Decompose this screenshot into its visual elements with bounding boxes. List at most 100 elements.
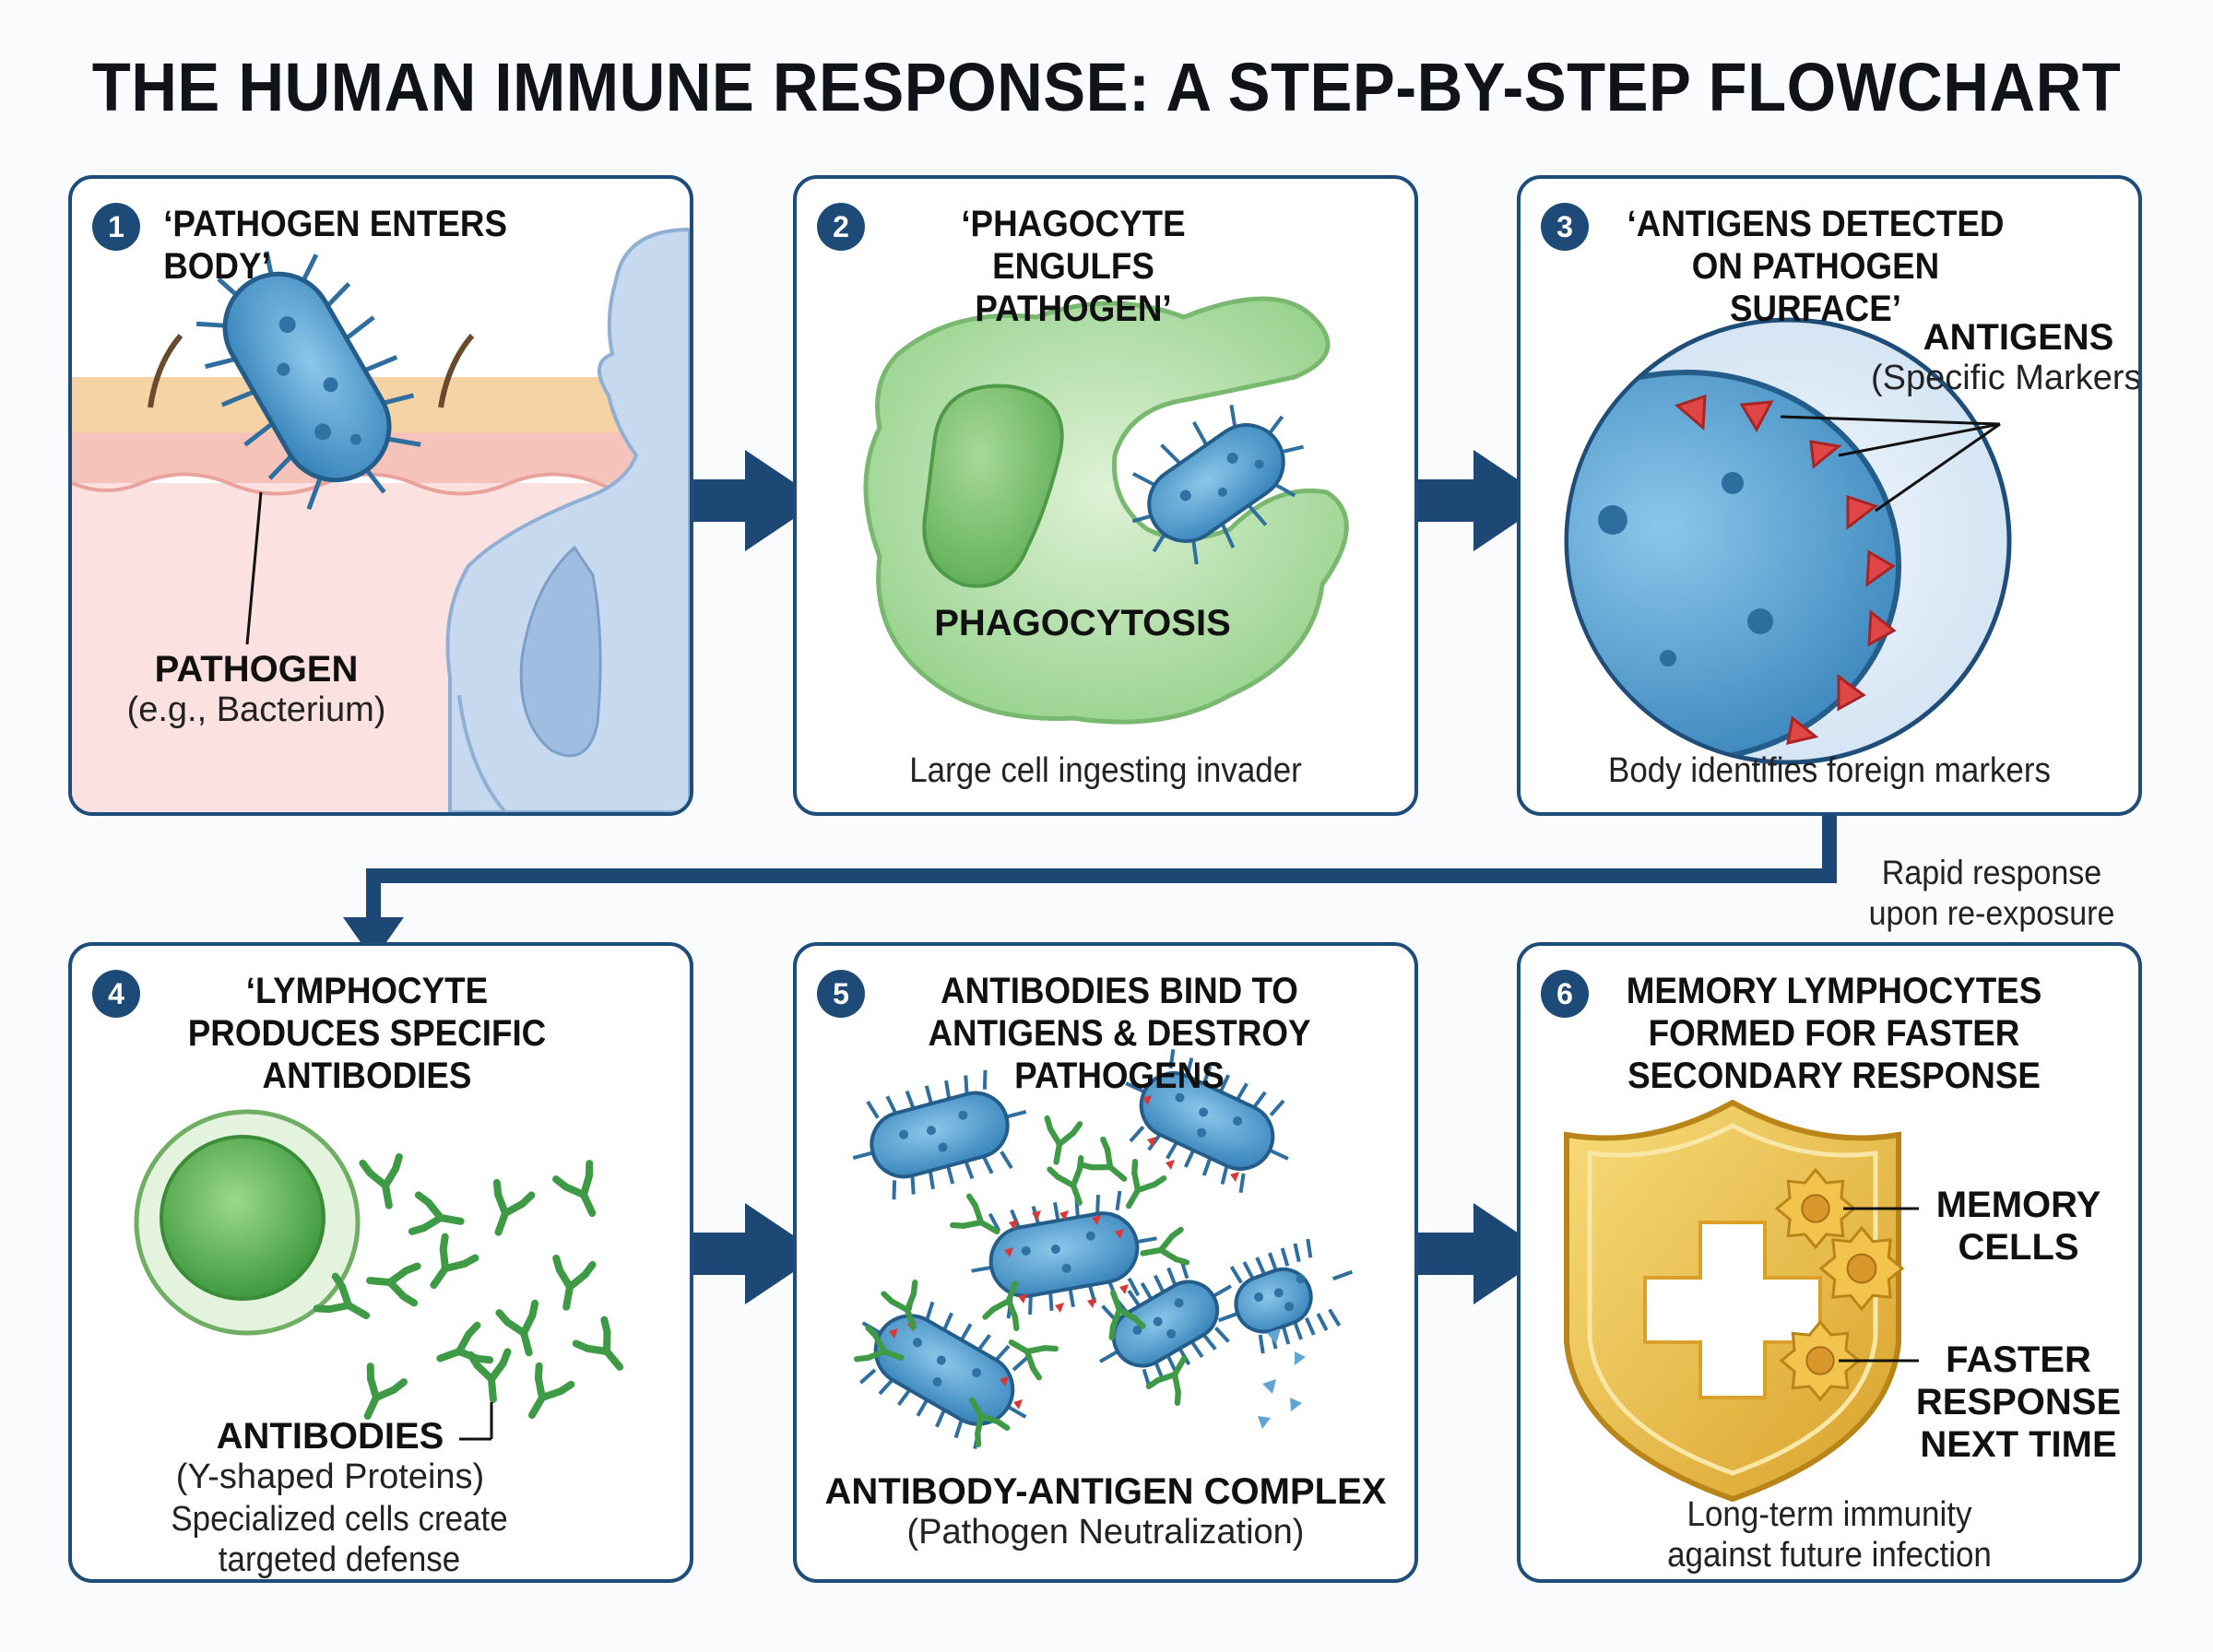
step-2-panel: 2 ‘PHAGOCYTE ENGULFS PATHOGEN’ PHAGOCYTO… xyxy=(793,175,1418,816)
antibody-icon xyxy=(467,1348,512,1403)
antibody-icon xyxy=(363,1363,408,1420)
memory-cell-icon xyxy=(1774,1167,1857,1250)
antibody-icon xyxy=(495,1299,539,1357)
antibody-icon xyxy=(1008,1339,1059,1381)
antibody-icons xyxy=(313,1152,624,1420)
antigens-label: ANTIGENS xyxy=(1923,317,2114,358)
antibody-icon xyxy=(366,1262,421,1307)
cross-icon xyxy=(1643,1221,1822,1399)
human-silhouette xyxy=(445,227,690,812)
antibody-icon xyxy=(572,1316,624,1371)
lymphocyte-illustration xyxy=(134,1109,624,1441)
antibody-icon xyxy=(1078,1136,1128,1182)
complex-sublabel: (Pathogen Neutralization) xyxy=(906,1513,1305,1552)
antibody-icon xyxy=(408,1191,465,1235)
step-number-badge: 4 xyxy=(92,970,140,1018)
antibody-icon xyxy=(492,1178,536,1236)
antibody-icon xyxy=(1044,1115,1083,1165)
pathogen-sublabel: (e.g., Bacterium) xyxy=(126,690,386,729)
memory-shield-illustration xyxy=(1564,1099,1919,1503)
antibody-icon xyxy=(552,1160,597,1217)
phagocyte-illustration xyxy=(863,296,1349,725)
step-title: ‘ANTIGENS DETECTED ON PATHOGEN SURFACE’ xyxy=(1627,204,2005,329)
step-3-panel: 3 ‘ANTIGENS DETECTED ON PATHOGEN SURFACE… xyxy=(1517,175,2142,816)
faster-label-line: RESPONSE xyxy=(1915,1382,2122,1422)
antibody-icon xyxy=(1145,1355,1188,1406)
antibody-icon xyxy=(552,1254,597,1311)
step-title: ANTIBODIES BIND TO ANTIGENS & DESTROY PA… xyxy=(928,971,1311,1096)
step-title: MEMORY LYMPHOCYTES FORMED FOR FASTER SEC… xyxy=(1626,971,2042,1096)
antibody-icon xyxy=(1140,1226,1190,1266)
memory-label-line: MEMORY xyxy=(1935,1185,2101,1225)
antibody-icon xyxy=(359,1152,403,1210)
step-4-panel: 4 ‘LYMPHOCYTE PRODUCES SPECIFIC ANTIBODI… xyxy=(68,942,693,1583)
bacterium-icon xyxy=(971,1190,1157,1319)
page-title: THE HUMAN IMMUNE RESPONSE: A STEP-BY-STE… xyxy=(91,49,2122,125)
step-5-panel: 5 ANTIBODIES BIND TO ANTIGENS & DESTROY … xyxy=(793,942,1418,1583)
pathogen-fragments xyxy=(1258,1328,1306,1429)
connector-note-line2: upon re-exposure xyxy=(1868,894,2115,932)
step-caption: Large cell ingesting invader xyxy=(909,751,1302,790)
bacterium-icon xyxy=(858,1291,1030,1449)
step-1-panel: 1 ‘PATHOGEN ENTERS BODY’ PATHOGEN (e.g.,… xyxy=(68,175,693,816)
arrow-1-to-2 xyxy=(662,450,821,551)
antibody-icon xyxy=(968,1397,1011,1447)
caption-line: against future infection xyxy=(1667,1536,1992,1575)
bacterium-icon xyxy=(195,251,421,511)
bacterium-icon xyxy=(1125,1048,1289,1194)
antibody-antigen-complex-illustration xyxy=(852,1048,1354,1449)
memory-cell-icon xyxy=(1818,1225,1905,1312)
step-number-badge: 2 xyxy=(817,203,865,251)
antibody-icon xyxy=(982,1280,1020,1331)
bound-antibody-icons xyxy=(854,1115,1190,1447)
antigen-markers xyxy=(1675,394,1897,745)
arrow-5-to-6 xyxy=(1391,1203,1549,1304)
step-6-panel: 6 MEMORY LYMPHOCYTES FORMED FOR FASTER S… xyxy=(1517,942,2142,1583)
bacterium-icon xyxy=(1098,1259,1233,1388)
step-number-badge: 1 xyxy=(92,203,140,251)
bacterium-icon xyxy=(852,1069,1027,1200)
step-title: ‘PATHOGEN ENTERS BODY’ xyxy=(163,204,508,287)
antigen-zoom-illustration xyxy=(1564,317,2012,765)
step-caption: Long-term immunity against future infect… xyxy=(1545,1494,2113,1575)
step-caption: Body identifies foreign markers xyxy=(1608,751,2051,790)
step-number-badge: 3 xyxy=(1541,203,1589,251)
faster-response-label: FASTER RESPONSE NEXT TIME xyxy=(1908,1339,2129,1466)
caption-line: Specialized cells create xyxy=(171,1500,508,1539)
antigen-markers xyxy=(889,1095,1239,1410)
faster-label-line: NEXT TIME xyxy=(1920,1424,2117,1465)
caption-line: Long-term immunity xyxy=(1686,1495,1972,1534)
faster-label-line: FASTER xyxy=(1946,1339,2091,1380)
step-number-badge: 6 xyxy=(1541,970,1589,1018)
phagocytosis-label: PHAGOCYTOSIS xyxy=(934,603,1231,643)
antibody-icon xyxy=(1125,1159,1167,1210)
antibody-icon xyxy=(950,1193,1000,1235)
antigens-sublabel: (Specific Markers) xyxy=(1871,359,2142,397)
memory-cell-icon xyxy=(1779,1319,1862,1402)
arrow-4-to-5 xyxy=(662,1203,821,1304)
step-title: ‘LYMPHOCYTE PRODUCES SPECIFIC ANTIBODIES xyxy=(187,971,547,1096)
bacteria-cluster xyxy=(852,1048,1354,1449)
pathogen-label: PATHOGEN xyxy=(154,649,359,690)
antibody-icon xyxy=(854,1325,905,1363)
step-caption: Specialized cells create targeted defens… xyxy=(72,1499,623,1579)
antibodies-label: ANTIBODIES xyxy=(216,1416,444,1457)
antibody-icon xyxy=(313,1272,371,1319)
memory-cell-icons xyxy=(1774,1167,1905,1402)
step-title: ‘PHAGOCYTE ENGULFS PATHOGEN’ xyxy=(961,204,1186,329)
antibodies-sublabel: (Y-shaped Proteins) xyxy=(175,1457,485,1496)
step-number-badge: 5 xyxy=(817,970,865,1018)
complex-label: ANTIBODY-ANTIGEN COMPLEX xyxy=(824,1471,1387,1512)
caption-line: targeted defense xyxy=(218,1540,461,1579)
antibody-icon xyxy=(1108,1290,1146,1340)
memory-cells-label: MEMORY CELLS xyxy=(1926,1184,2111,1268)
antibody-icon xyxy=(881,1280,918,1330)
connector-note-line1: Rapid response xyxy=(1881,854,2102,891)
skin-entry-illustration xyxy=(72,227,690,812)
engulfed-bacterium-icon xyxy=(1131,404,1304,565)
memory-label-line: CELLS xyxy=(1958,1227,2079,1268)
nucleus xyxy=(922,384,1064,588)
antibody-icon xyxy=(430,1233,479,1290)
connector-note: Rapid response upon re-exposure xyxy=(1830,853,2153,934)
